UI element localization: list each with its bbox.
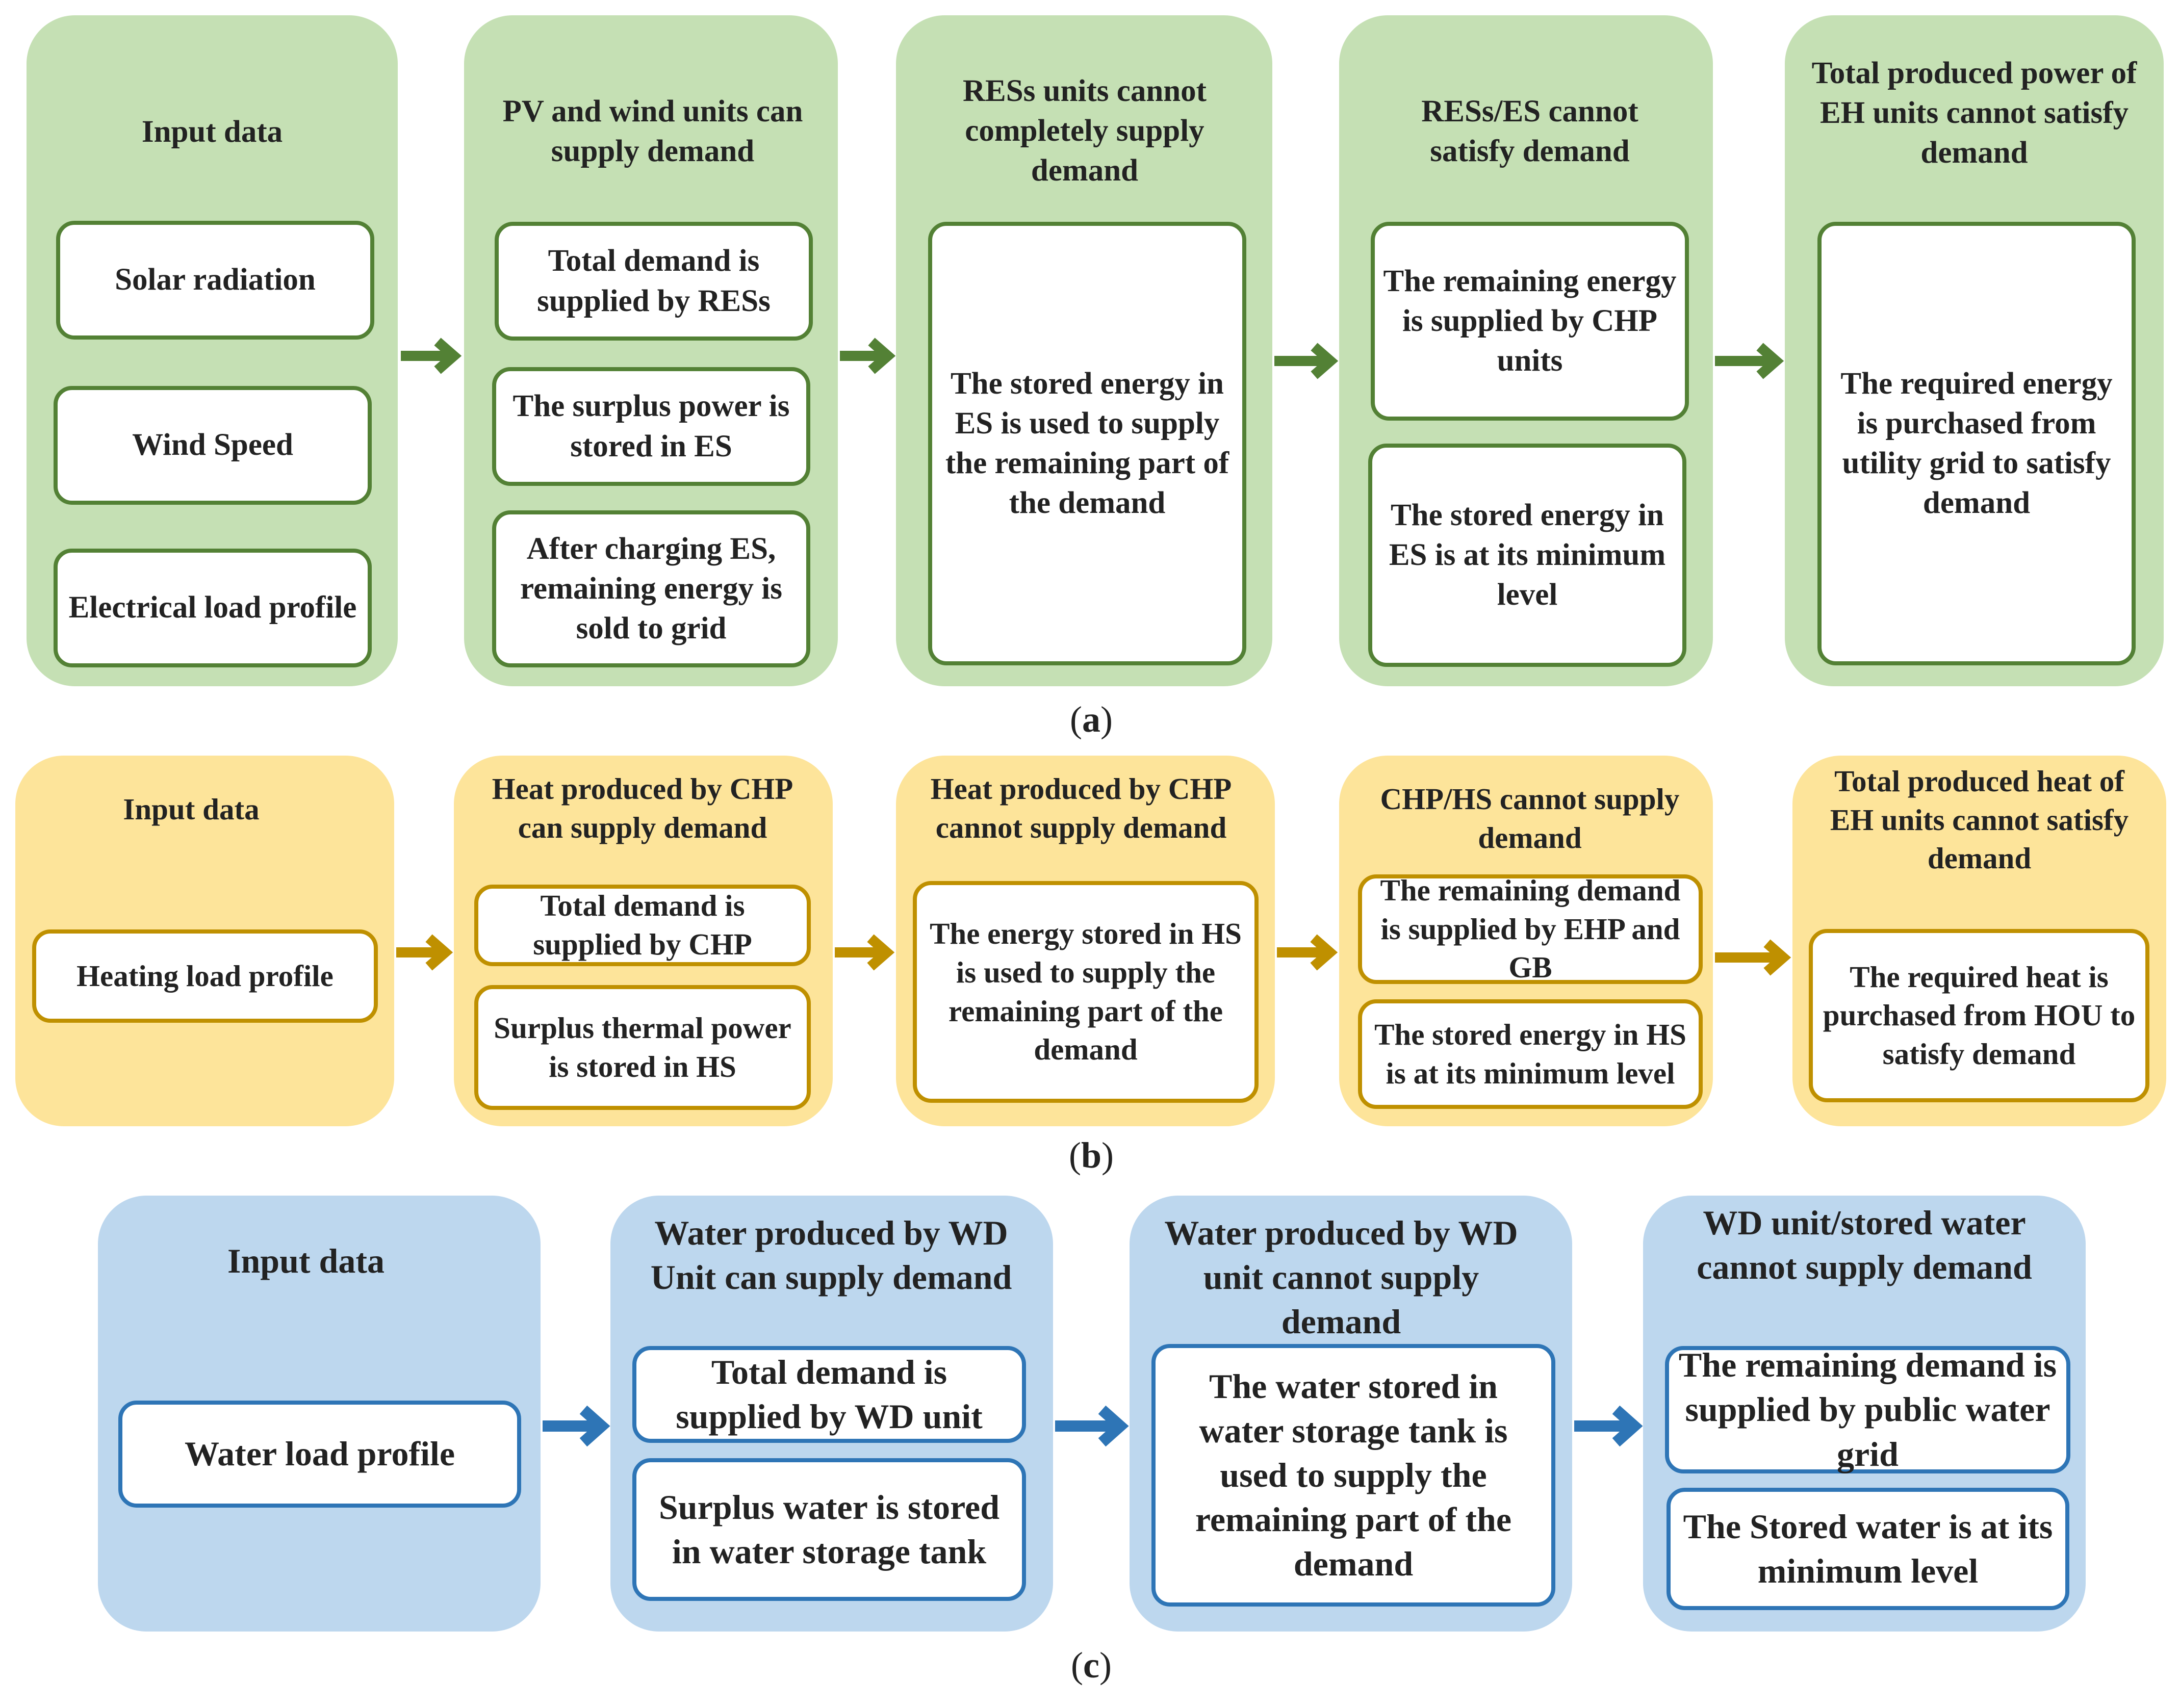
arrow-b-4-icon xyxy=(1715,939,1791,976)
box-heating-load-profile: Heating load profile xyxy=(32,929,378,1023)
panel-c-wd-cannot-title: Water produced by WD unit cannot supply … xyxy=(1164,1213,1518,1341)
panel-b-chp-supply-title: Heat produced by CHP can supply demand xyxy=(492,772,793,844)
box-surplus-stored-es: The surplus power is stored in ES xyxy=(492,367,810,486)
box-stored-water-minimum: The Stored water is at its minimum level xyxy=(1667,1488,2069,1610)
box-solar-radiation: Solar radiation xyxy=(56,221,374,340)
box-total-demand-chp: Total demand is supplied by CHP xyxy=(474,885,811,966)
box-public-water-grid: The remaining demand is supplied by publ… xyxy=(1665,1345,2070,1473)
box-surplus-water-tank: Surplus water is stored in water storage… xyxy=(632,1458,1026,1601)
caption-a: (a) xyxy=(1070,699,1113,740)
arrow-b-1-icon xyxy=(396,934,453,971)
panel-b-input-title: Input data xyxy=(123,792,260,826)
box-es-minimum: The stored energy in ES is at its minimu… xyxy=(1368,444,1686,667)
panel-a-res-supply-title: PV and wind units can supply demand xyxy=(502,94,803,169)
box-total-demand-res: Total demand is supplied by RESs xyxy=(495,222,813,341)
box-ehp-gb-supply: The remaining demand is supplied by EHP … xyxy=(1358,873,1703,984)
caption-c: (c) xyxy=(1071,1645,1112,1686)
box-wind-speed: Wind Speed xyxy=(54,386,372,505)
panel-b-eh-cannot-title: Total produced heat of EH units cannot s… xyxy=(1830,764,2129,875)
arrow-a-2-icon xyxy=(840,338,896,374)
box-es-stored-energy: The stored energy in ES is used to suppl… xyxy=(928,222,1246,665)
arrow-b-3-icon xyxy=(1277,934,1338,971)
panel-a-eh-cannot-title: Total produced power of EH units cannot … xyxy=(1811,56,2137,170)
box-hs-stored-energy: The energy stored in HS is used to suppl… xyxy=(913,881,1259,1103)
arrow-c-2-icon xyxy=(1055,1405,1129,1447)
panel-c-wd-stored-title: WD unit/stored water cannot supply deman… xyxy=(1697,1203,2032,1287)
box-purchase-hou: The required heat is purchased from HOU … xyxy=(1809,929,2149,1102)
box-electrical-load-profile: Electrical load profile xyxy=(54,549,372,667)
arrow-a-3-icon xyxy=(1274,343,1339,379)
panel-a-ress-es-title: RESs/ES cannot satisfy demand xyxy=(1421,94,1638,169)
panel-a-res-cannot-title: RESs units cannot completely supply dema… xyxy=(963,74,1207,188)
caption-b: (b) xyxy=(1068,1135,1114,1176)
arrow-c-1-icon xyxy=(543,1405,610,1447)
box-surplus-thermal-hs: Surplus thermal power is stored in HS xyxy=(474,985,811,1110)
arrow-a-4-icon xyxy=(1715,343,1784,379)
box-purchase-utility-grid: The required energy is purchased from ut… xyxy=(1817,222,2136,665)
panel-b-chp-cannot-title: Heat produced by CHP cannot supply deman… xyxy=(930,772,1232,844)
panel-b-chp-hs-title: CHP/HS cannot supply demand xyxy=(1380,782,1680,855)
box-water-tank-supply: The water stored in water storage tank i… xyxy=(1151,1344,1555,1607)
arrow-b-2-icon xyxy=(835,934,895,971)
panel-c-wd-supply-title: Water produced by WD Unit can supply dem… xyxy=(650,1213,1012,1297)
arrow-a-1-icon xyxy=(401,338,462,374)
box-hs-minimum: The stored energy in HS is at its minimu… xyxy=(1358,999,1703,1109)
box-chp-supply: The remaining energy is supplied by CHP … xyxy=(1371,222,1689,421)
box-water-load-profile: Water load profile xyxy=(118,1401,521,1508)
box-sold-to-grid: After charging ES, remaining energy is s… xyxy=(492,510,810,667)
box-total-demand-wd: Total demand is supplied by WD unit xyxy=(632,1346,1026,1443)
arrow-c-3-icon xyxy=(1574,1405,1643,1447)
panel-c-input-title: Input data xyxy=(227,1241,385,1280)
panel-a-input-title: Input data xyxy=(141,115,283,149)
